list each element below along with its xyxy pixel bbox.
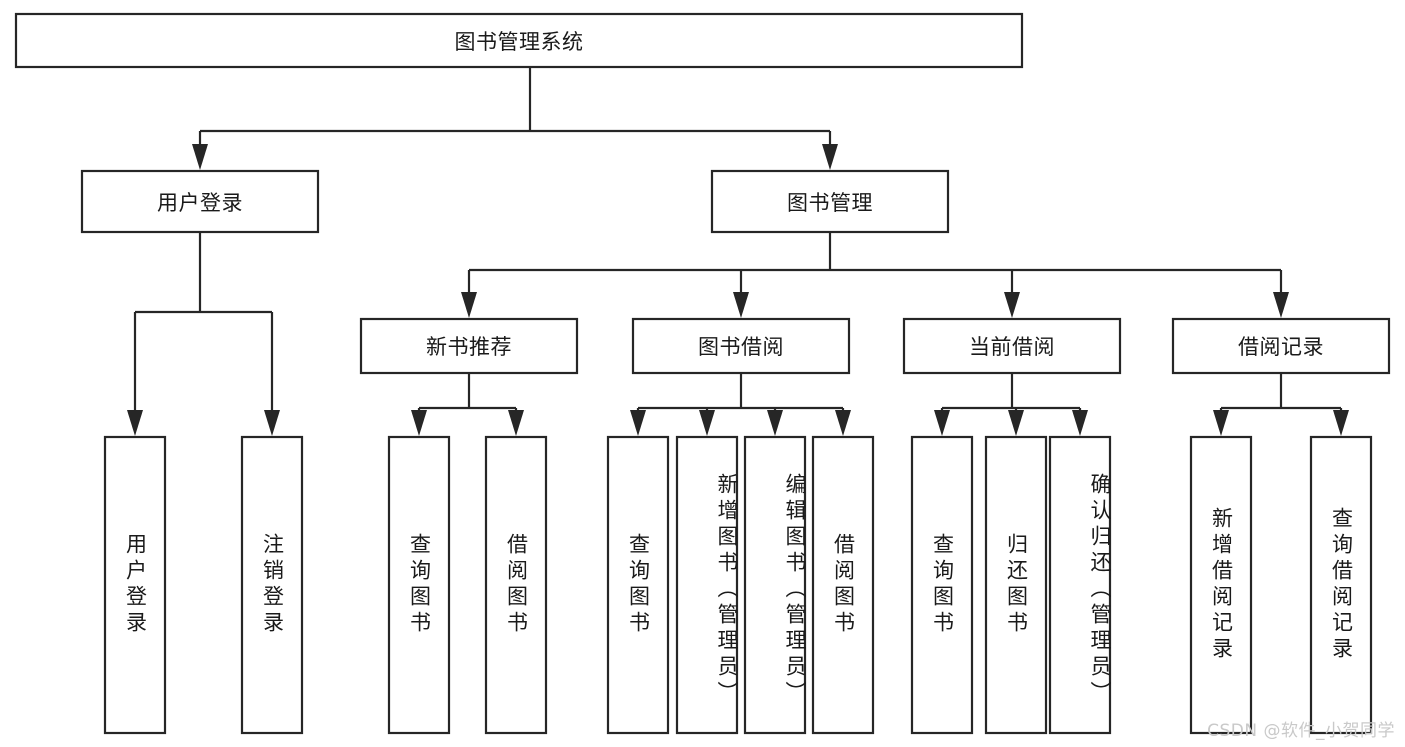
leaf-box-book-borrow-3[interactable] (811, 435, 875, 735)
leaf-box-user-login-0[interactable] (103, 435, 167, 735)
arrow-head-book-management (822, 144, 838, 170)
leaf-box-current-borrow-1[interactable] (984, 435, 1048, 735)
node-box-book-borrow[interactable] (631, 317, 851, 375)
arrow-head-book-borrow-leaf-3 (835, 410, 851, 436)
node-box-new-book-recommend[interactable] (359, 317, 579, 375)
leaf-box-borrow-record-1[interactable] (1309, 435, 1373, 735)
node-box-user-login[interactable] (80, 169, 320, 234)
node-box-borrow-record[interactable] (1171, 317, 1391, 375)
leaf-box-book-borrow-1[interactable] (675, 435, 739, 735)
arrow-head-new-book-recommend (461, 292, 477, 318)
arrow-head-user-login (192, 144, 208, 170)
leaf-box-current-borrow-0[interactable] (910, 435, 974, 735)
node-box-book-management[interactable] (710, 169, 950, 234)
arrow-head-borrow-record-leaf-1 (1333, 410, 1349, 436)
arrow-head-current-borrow (1004, 292, 1020, 318)
arrow-head-user-login-leaf-1 (264, 410, 280, 436)
leaf-box-book-borrow-0[interactable] (606, 435, 670, 735)
node-box-root[interactable] (14, 12, 1024, 69)
arrow-head-current-borrow-leaf-1 (1008, 410, 1024, 436)
arrow-head-borrow-record (1273, 292, 1289, 318)
node-box-current-borrow[interactable] (902, 317, 1122, 375)
leaf-box-user-login-1[interactable] (240, 435, 304, 735)
arrow-head-current-borrow-leaf-2 (1072, 410, 1088, 436)
watermark-text: CSDN @软件_小贺同学 (1207, 721, 1395, 741)
arrow-head-borrow-record-leaf-0 (1213, 410, 1229, 436)
leaf-box-borrow-record-0[interactable] (1189, 435, 1253, 735)
arrow-head-book-borrow-leaf-0 (630, 410, 646, 436)
arrow-head-book-borrow (733, 292, 749, 318)
leaf-box-new-book-0[interactable] (387, 435, 451, 735)
arrow-head-book-borrow-leaf-2 (767, 410, 783, 436)
arrow-head-new-book-leaf-0 (411, 410, 427, 436)
leaf-box-current-borrow-2[interactable] (1048, 435, 1112, 735)
arrow-head-user-login-leaf-0 (127, 410, 143, 436)
arrow-head-book-borrow-leaf-1 (699, 410, 715, 436)
arrow-head-current-borrow-leaf-0 (934, 410, 950, 436)
leaf-box-book-borrow-2[interactable] (743, 435, 807, 735)
arrow-head-new-book-leaf-1 (508, 410, 524, 436)
leaf-box-new-book-1[interactable] (484, 435, 548, 735)
